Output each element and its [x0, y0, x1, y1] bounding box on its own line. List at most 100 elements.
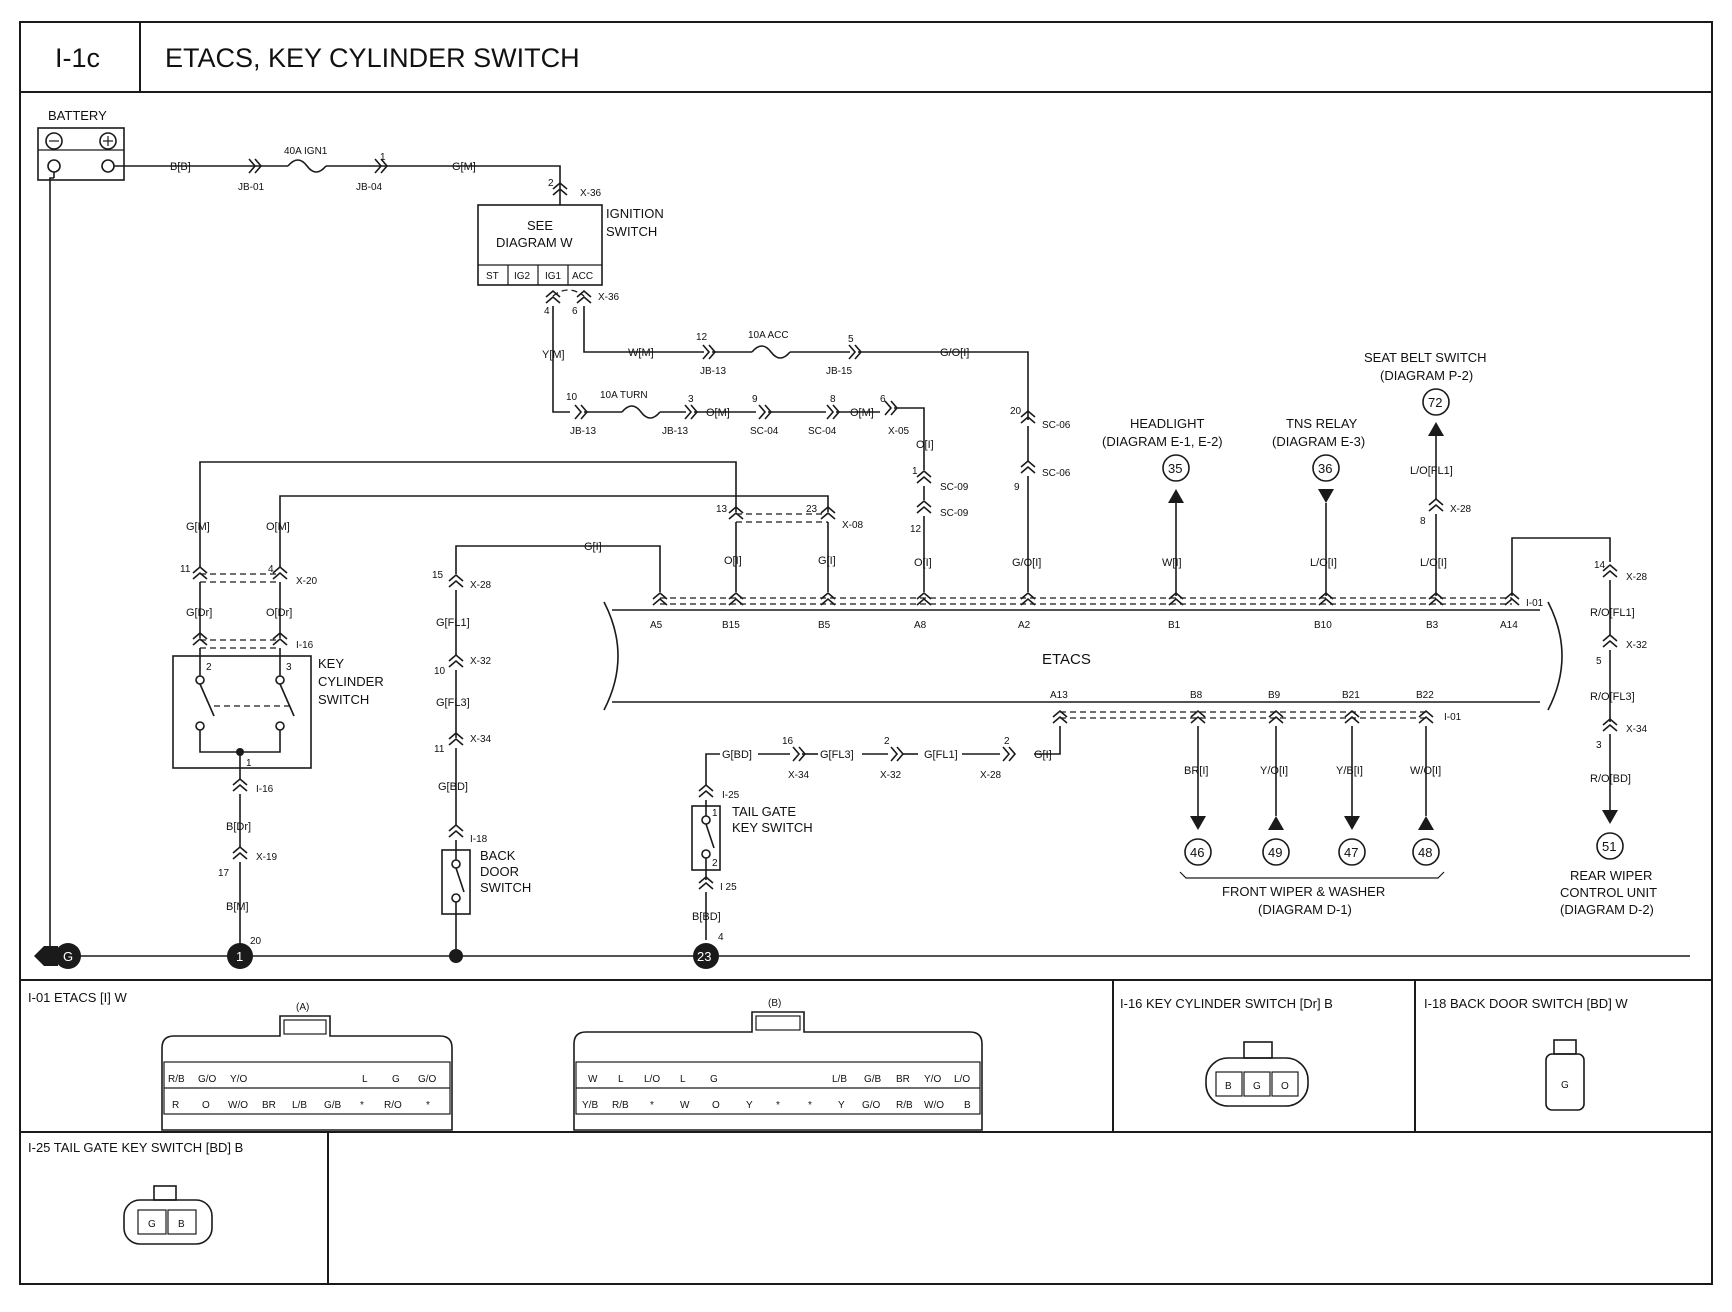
- cav-b-top: L: [680, 1074, 686, 1085]
- cav-b-bot: *: [776, 1100, 780, 1111]
- wire-label: G[FL1]: [924, 749, 958, 761]
- ref-label: HEADLIGHT: [1130, 416, 1204, 431]
- i01-b-connector: [573, 1011, 983, 1131]
- connector-label: JB-04: [356, 182, 383, 193]
- connector-label: JB-15: [826, 366, 853, 377]
- pin-number: 11: [434, 744, 445, 755]
- connector-label: I 25: [720, 882, 737, 893]
- connector-label: SC-04: [808, 426, 837, 437]
- back-door-wire: [455, 545, 661, 592]
- connector-label: X-28: [470, 580, 492, 591]
- pin-number: 16: [782, 736, 794, 747]
- cav-i16: G: [1253, 1081, 1261, 1092]
- cav-a-bot: BR: [262, 1100, 276, 1111]
- ref-number: 46: [1190, 845, 1204, 860]
- cav-b-bot: G/O: [862, 1100, 881, 1111]
- ign-terminal-ig2: IG2: [514, 271, 531, 282]
- pin-number: 11: [180, 564, 191, 575]
- cav-a-bot: R/O: [384, 1100, 402, 1111]
- ref-label: (DIAGRAM E-1, E-2): [1102, 434, 1223, 449]
- connector-label: X-36: [580, 188, 602, 199]
- ref-circle: [1262, 838, 1290, 866]
- cav-a-top: G/O: [198, 1074, 217, 1085]
- component-label: TAIL GATE: [732, 804, 796, 819]
- pin-number: 6: [880, 394, 886, 405]
- ref-number: 48: [1418, 845, 1432, 860]
- i18-title: I-18 BACK DOOR SWITCH [BD] W: [1424, 996, 1628, 1011]
- arrow-up-icon: [1418, 816, 1434, 830]
- cav-b-top: BR: [896, 1074, 910, 1085]
- connector-label: X-20: [296, 576, 318, 587]
- connector-label: JB-13: [700, 366, 727, 377]
- component-label: BACK: [480, 848, 516, 863]
- wire-label: W[I]: [1162, 557, 1182, 569]
- ref-number: 72: [1428, 395, 1442, 410]
- cav-a-top: Y/O: [230, 1074, 247, 1085]
- ref-number: 49: [1268, 845, 1282, 860]
- wire-label: O[Dr]: [266, 607, 292, 619]
- wire-label: L/O[FL1]: [1410, 465, 1453, 477]
- pin-number: 13: [716, 504, 728, 515]
- component-label: KEY SWITCH: [732, 820, 813, 835]
- ground-label: G: [63, 949, 73, 964]
- arrow-up-icon: [1428, 422, 1444, 436]
- cav-b-bot: R/B: [896, 1100, 913, 1111]
- ground-point: [227, 943, 253, 969]
- ref-label: SEAT BELT SWITCH: [1364, 350, 1487, 365]
- pin-number: 5: [1596, 656, 1602, 667]
- etacs-pin: B1: [1168, 620, 1181, 631]
- pin-number: 10: [434, 666, 446, 677]
- pin-number: 1: [912, 466, 918, 477]
- connector-label: X-05: [888, 426, 910, 437]
- pin-number: 1: [380, 152, 386, 163]
- etacs-pin: B15: [722, 620, 740, 631]
- wire-label: O[I]: [914, 557, 932, 569]
- pin-number: 2: [548, 178, 554, 189]
- ref-label: REAR WIPER: [1570, 868, 1652, 883]
- wire-label: L/O[I]: [1420, 557, 1447, 569]
- battery-feed-wire: [49, 165, 561, 952]
- connector-label: X-36: [598, 292, 620, 303]
- wire-label: Y/B[I]: [1336, 765, 1363, 777]
- ref-circle: [1412, 838, 1440, 866]
- fuse-icon: [287, 159, 327, 173]
- cav-b-bot: *: [808, 1100, 812, 1111]
- ignition-switch: [477, 204, 603, 286]
- ground-icon: [34, 943, 81, 969]
- component-label: SWITCH: [318, 692, 369, 707]
- page-title: ETACS, KEY CYLINDER SWITCH: [165, 43, 580, 73]
- cav-i25: B: [178, 1219, 185, 1230]
- cav-a-bot: L/B: [292, 1100, 307, 1111]
- ign-output-wires: [552, 306, 704, 413]
- cav-b-bot: Y/B: [582, 1100, 598, 1111]
- bracket: [1179, 871, 1445, 879]
- ign-diagram: DIAGRAM W: [496, 235, 573, 250]
- cav-b-top: G/B: [864, 1074, 882, 1085]
- connector-label: (A): [296, 1002, 309, 1013]
- pin-number: 15: [432, 570, 444, 581]
- connector-label: X-34: [1626, 724, 1648, 735]
- cav-b-top: L/O: [644, 1074, 660, 1085]
- cav-b-bot: R/B: [612, 1100, 629, 1111]
- key-cylinder-wires: [199, 461, 829, 568]
- component-label: SWITCH: [480, 880, 531, 895]
- wire-label: Y[M]: [542, 349, 565, 361]
- wire-label: G/O[I]: [940, 347, 969, 359]
- etacs-pin: A8: [914, 620, 927, 631]
- pin-number: 12: [696, 332, 708, 343]
- cav-b-top: Y/O: [924, 1074, 941, 1085]
- pin-number: 9: [752, 394, 758, 405]
- fuse-label: 40A IGN1: [284, 146, 328, 157]
- pin-number: 2: [884, 736, 890, 747]
- cav-a-top: G: [392, 1074, 400, 1085]
- pin-number: 3: [688, 394, 694, 405]
- wire-label: R/O[FL3]: [1590, 691, 1635, 703]
- arrow-down-icon: [1190, 816, 1206, 830]
- ref-label: (DIAGRAM D-1): [1258, 902, 1352, 917]
- ground-number: 23: [697, 949, 711, 964]
- cav-b-bot: W/O: [924, 1100, 944, 1111]
- pin-number: 17: [218, 868, 230, 879]
- cav-b-top: L/B: [832, 1074, 847, 1085]
- cav-i16: B: [1225, 1081, 1232, 1092]
- i16-title: I-16 KEY CYLINDER SWITCH [Dr] B: [1120, 996, 1333, 1011]
